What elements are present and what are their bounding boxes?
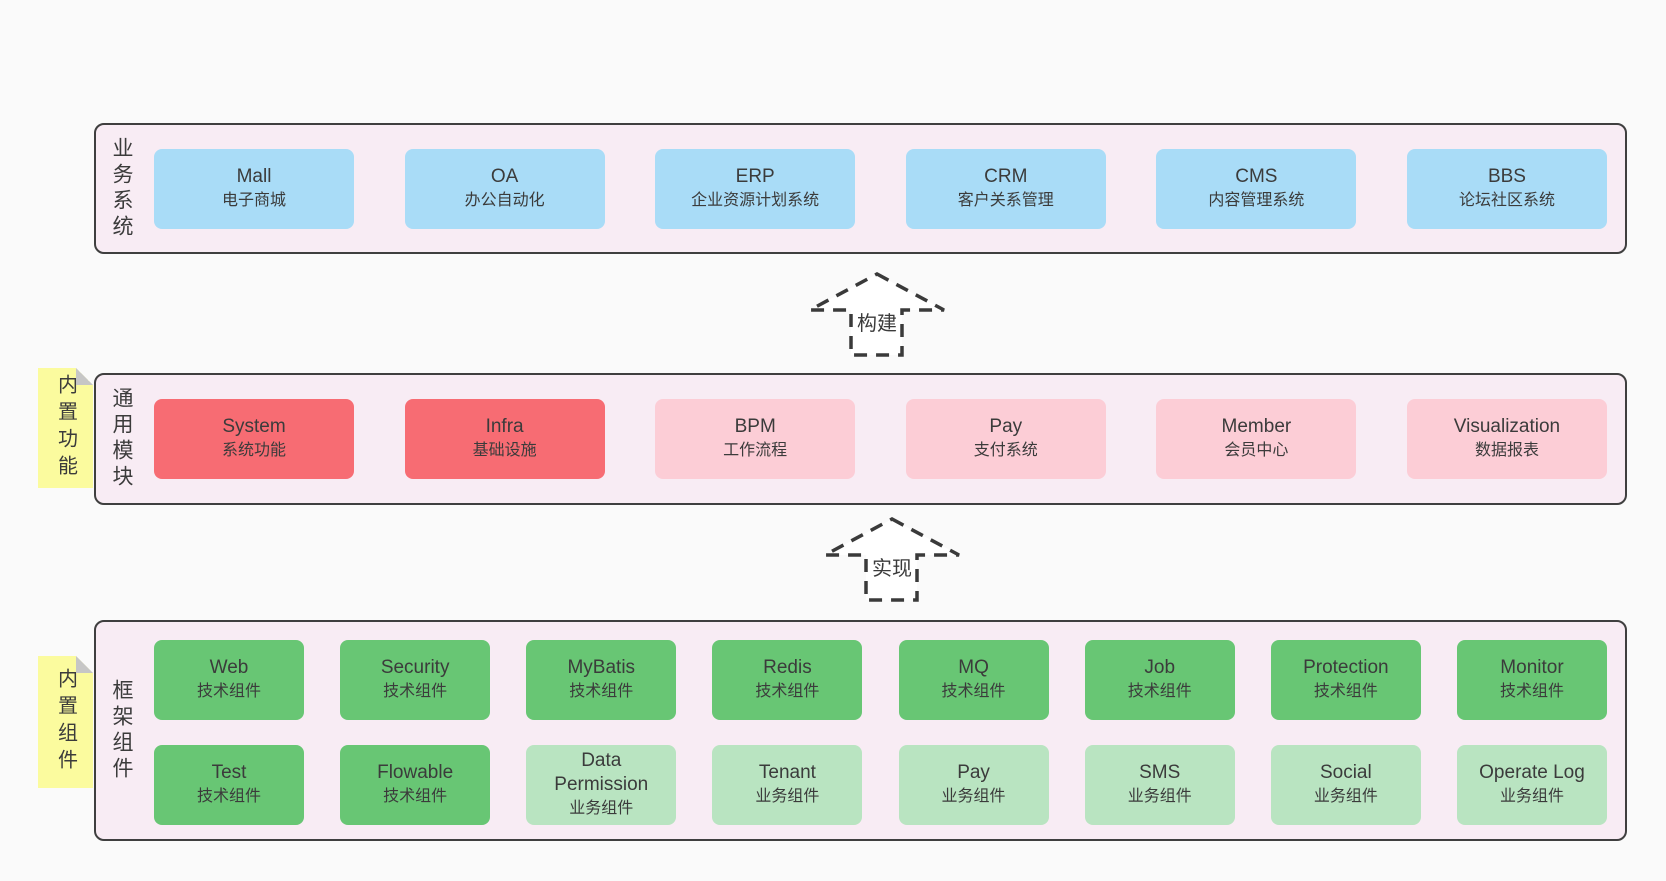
node-bbs: BBS 论坛社区系统 <box>1406 148 1607 229</box>
layer-framework-components: 框架组件 Web 技术组件 Security 技术组件 MyBatis 技术组件… <box>94 620 1627 841</box>
node-test: Test 技术组件 <box>154 745 304 825</box>
node-monitor: Monitor 技术组件 <box>1456 640 1607 720</box>
node-redis: Redis 技术组件 <box>712 640 863 720</box>
node-sms: SMS 业务组件 <box>1084 745 1235 825</box>
node-cms: CMS 内容管理系统 <box>1156 148 1357 229</box>
node-operate-log: Operate Log 业务组件 <box>1456 745 1607 825</box>
folded-corner-icon <box>76 656 93 673</box>
node-mybatis: MyBatis 技术组件 <box>526 640 677 720</box>
node-bpm: BPM 工作流程 <box>655 399 856 479</box>
node-protection: Protection 技术组件 <box>1270 640 1421 720</box>
node-oa: OA 办公自动化 <box>404 148 605 229</box>
arrow-build: 构建 <box>808 271 946 358</box>
node-crm: CRM 客户关系管理 <box>905 148 1106 229</box>
node-security: Security 技术组件 <box>340 640 491 720</box>
arrow-implement: 实现 <box>823 516 961 603</box>
node-pay-system: Pay 支付系统 <box>905 399 1106 479</box>
layer-label-modules: 通用模块 <box>110 387 133 491</box>
arrow-build-label: 构建 <box>854 312 900 336</box>
node-tenant: Tenant 业务组件 <box>712 745 863 825</box>
node-member: Member 会员中心 <box>1156 399 1357 479</box>
layer-business-systems: 业务系统 Mall 电子商城 OA 办公自动化 ERP 企业资源计划系统 CRM… <box>94 123 1627 254</box>
layer-common-modules: 通用模块 System 系统功能 Infra 基础设施 BPM 工作流程 Pay… <box>94 373 1627 505</box>
node-web: Web 技术组件 <box>154 640 304 720</box>
node-social: Social 业务组件 <box>1270 745 1421 825</box>
node-pay-component: Pay 业务组件 <box>898 745 1049 825</box>
sticky-features-label: 内置功能 <box>54 374 77 482</box>
framework-row-1: Web 技术组件 Security 技术组件 MyBatis 技术组件 Redi… <box>154 640 1607 720</box>
arrow-implement-label: 实现 <box>869 557 915 581</box>
folded-corner-icon <box>76 368 93 385</box>
sticky-note-builtin-components: 内置组件 <box>38 656 93 788</box>
business-row: Mall 电子商城 OA 办公自动化 ERP 企业资源计划系统 CRM 客户关系… <box>154 148 1607 229</box>
node-system: System 系统功能 <box>154 399 354 479</box>
node-infra: Infra 基础设施 <box>404 399 605 479</box>
modules-row: System 系统功能 Infra 基础设施 BPM 工作流程 Pay 支付系统… <box>154 399 1607 479</box>
node-data-permission: Data Permission 业务组件 <box>526 745 677 825</box>
node-flowable: Flowable 技术组件 <box>340 745 491 825</box>
node-job: Job 技术组件 <box>1084 640 1235 720</box>
layer-label-business: 业务系统 <box>110 136 133 241</box>
sticky-note-builtin-features: 内置功能 <box>38 368 93 488</box>
node-erp: ERP 企业资源计划系统 <box>655 148 856 229</box>
node-mq: MQ 技术组件 <box>898 640 1049 720</box>
node-visualization: Visualization 数据报表 <box>1406 399 1607 479</box>
node-mall: Mall 电子商城 <box>154 148 354 229</box>
layer-label-framework: 框架组件 <box>110 678 133 783</box>
sticky-components-label: 内置组件 <box>54 668 77 776</box>
framework-row-2: Test 技术组件 Flowable 技术组件 Data Permission … <box>154 745 1607 825</box>
